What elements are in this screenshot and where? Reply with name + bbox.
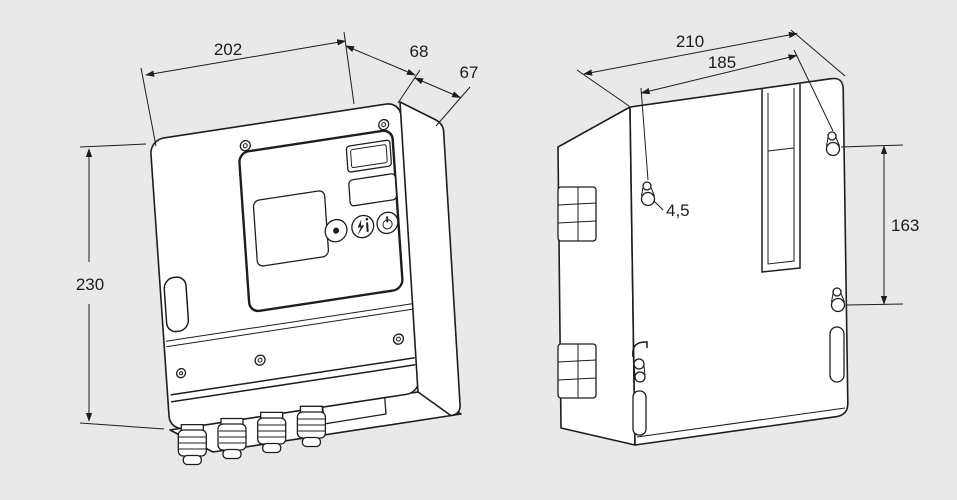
housing-seams: [165, 303, 416, 403]
front-face-group: [150, 103, 420, 430]
reset-info-button: [351, 214, 375, 239]
lcd-display: [252, 190, 330, 267]
power-button: [376, 211, 399, 235]
dim-rear-width-total: 210: [576, 29, 846, 107]
cable-gland-4: [296, 405, 327, 448]
rear-view-device: [557, 77, 849, 446]
dim-hole-spacing-vertical: 163: [840, 144, 919, 306]
front-view-device: [150, 101, 462, 466]
dim-hole-diameter: 4,5: [653, 200, 690, 220]
cable-gland-2: [217, 417, 247, 460]
dim-depth-lower-label: 67: [460, 63, 479, 82]
dim-hole-spacing-vertical-label: 163: [891, 216, 919, 235]
dim-hole-diameter-label: 4,5: [666, 201, 690, 220]
dim-hole-spacing-horizontal-label: 185: [708, 53, 736, 72]
label-window: [348, 173, 398, 207]
info-icon: [366, 222, 369, 233]
info-icon-dot: [365, 217, 369, 221]
dim-hole-spacing-horizontal: 185: [640, 49, 834, 181]
select-button: [324, 218, 348, 243]
rear-back-face: [629, 77, 849, 446]
mounting-hook-bottom: [557, 343, 597, 399]
dim-depth-upper: 68: [345, 42, 429, 104]
side-recess: [163, 276, 190, 333]
cable-gland-3: [257, 411, 287, 454]
rear-bottom-edge-line: [636, 407, 846, 438]
mounting-hole-top-right: [825, 131, 841, 157]
hook-cutout-bottom-left: [632, 341, 648, 358]
corner-screws: [239, 118, 405, 366]
dim-rear-width-total-label: 210: [676, 32, 704, 51]
side-screw-dot: [179, 371, 184, 376]
slot-bottom-right: [829, 326, 845, 383]
mounting-hole-bottom-right: [830, 287, 846, 313]
mounting-hole-top-left: [640, 181, 656, 207]
dim-depth-upper-label: 68: [410, 42, 429, 61]
upper-display-inner: [350, 144, 388, 169]
dim-height-label: 230: [76, 275, 104, 294]
hanging-channel: [761, 84, 801, 273]
upper-display-outer: [345, 139, 392, 173]
dim-depth-lower: 67: [414, 63, 479, 127]
mounting-hole-bottom-left: [633, 358, 646, 383]
mounting-hook-top: [557, 186, 597, 242]
slot-bottom-left: [632, 390, 647, 436]
lightning-icon: [357, 219, 365, 236]
select-button-dot-icon: [333, 227, 340, 234]
cable-glands: [177, 405, 327, 466]
dim-front-width-label: 202: [214, 40, 242, 59]
cable-gland-1: [177, 423, 207, 466]
side-screw: [175, 367, 187, 379]
dim-height: 230: [76, 143, 165, 430]
